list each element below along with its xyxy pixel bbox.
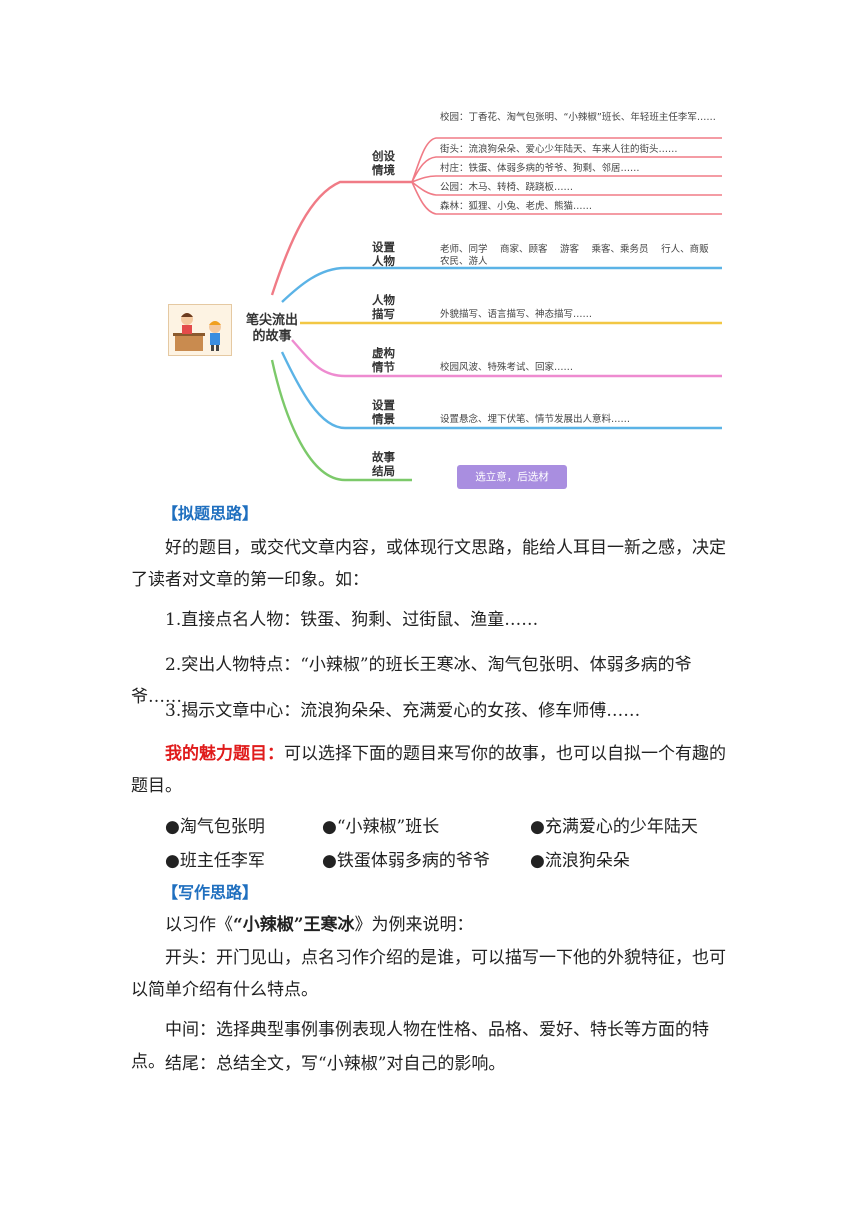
option-6: ●流浪狗朵朵 [530,851,630,871]
branch-label-people: 设置人物 [372,240,395,268]
scenario-items: 设置悬念、埋下伏笔、情节发展出人意料…… [440,414,631,425]
ending-text: 结尾：总结全文，写“小辣椒”对自己的影响。 [165,1054,506,1074]
heading-writing-ideas: 【写作思路】 [162,883,259,902]
scene-item-school: 校园：丁香花、淘气包张明、“小辣椒”班长、年轻班主任李军…… [440,112,716,123]
opening-text: 开头：开门见山，点名习作介绍的是谁，可以描写一下他的外貌特征，也可以简单介绍有什… [131,948,726,1000]
charm-label: 我的魅力题目： [165,744,284,764]
charm-text: 可以选择下面的题目来写你的故事，也可以自拟一个有趣的题目。 [131,744,726,796]
branch-line-plot [291,339,722,378]
teacher-student-illustration [173,313,221,351]
intro-text: 好的题目，或交代文章内容，或体现行文思路，能给人耳目一新之感，决定了读者对文章的… [131,538,726,590]
example-title: “小辣椒”王寒冰 [233,915,355,935]
charm-paragraph: 我的魅力题目：可以选择下面的题目来写你的故事，也可以自拟一个有趣的题目。 [131,738,731,802]
branch-label-scene: 创设情境 [372,149,395,177]
option-1: ●淘气包张明 [165,817,265,837]
point-1: 1.直接点名人物：铁蛋、狗剩、过街鼠、渔童…… [131,604,731,636]
option-5: ●铁蛋体弱多病的爷爷 [322,851,490,871]
description-items: 外貌描写、语言描写、神态描写…… [440,309,593,320]
example-line: 以习作《“小辣椒”王寒冰》为例来说明： [131,909,731,941]
middle-paragraph: 中间：选择典型事例事例表现人物在性格、品格、爱好、特长等方面的特点。 [131,1014,731,1078]
mind-map-branches [270,137,722,482]
option-4: ●班主任李军 [165,851,265,871]
point-2: 2.突出人物特点：“小辣椒”的班长王寒冰、淘气包张明、体弱多病的爷爷…… [131,649,731,713]
branch-line-ending [270,359,412,482]
plot-items: 校园风波、特殊考试、回家…… [440,362,574,373]
mind-map-center-title: 笔尖流出的故事 [245,313,298,344]
point-1-text: 1.直接点名人物：铁蛋、狗剩、过街鼠、渔童…… [165,610,539,630]
example-pre: 以习作《 [165,915,233,935]
branch-label-ending: 故事结局 [372,450,395,478]
point-3-text: 3.揭示文章中心：流浪狗朵朵、充满爱心的女孩、修车师傅…… [165,701,641,721]
branch-line-scene [270,180,412,296]
branch-label-scenario: 设置情景 [372,398,395,426]
point-3: 3.揭示文章中心：流浪狗朵朵、充满爱心的女孩、修车师傅…… [131,695,731,727]
option-2: ●“小辣椒”班长 [322,817,440,837]
select-theme-button[interactable]: 选立意，后选材 [457,465,567,489]
opening-paragraph: 开头：开门见山，点名习作介绍的是谁，可以描写一下他的外貌特征，也可以简单介绍有什… [131,942,731,1006]
scene-item-forest: 森林：狐狸、小兔、老虎、熊猫…… [440,201,593,212]
middle-text: 中间：选择典型事例事例表现人物在性格、品格、爱好、特长等方面的特点。 [131,1020,709,1072]
scene-item-village: 村庄：铁蛋、体弱多病的爷爷、狗剩、邻居…… [440,163,640,174]
heading-title-ideas: 【拟题思路】 [162,504,259,523]
example-post: 》为例来说明： [354,915,474,935]
center-illustration [168,304,232,356]
scene-fan [411,137,722,215]
point-2-text: 2.突出人物特点：“小辣椒”的班长王寒冰、淘气包张明、体弱多病的爷爷…… [131,655,692,707]
scene-item-park: 公园：木马、转椅、跷跷板…… [440,182,574,193]
branch-label-plot: 虚构情节 [372,346,395,374]
mind-map: 笔尖流出的故事 创设情境 设置人物 人物描写 虚构情节 设置情景 故事结局 校园… [0,0,860,500]
branch-line-scenario [280,351,722,430]
people-items: 老师、同学 商家、顾客 游客 乘客、乘务员 行人、商贩 农民、游人 [440,244,722,267]
branch-line-people [281,266,722,303]
scene-item-street: 街头：流浪狗朵朵、爱心少年陆天、车来人往的街头…… [440,144,678,155]
option-3: ●充满爱心的少年陆天 [530,817,698,837]
ending-paragraph: 结尾：总结全文，写“小辣椒”对自己的影响。 [131,1048,731,1080]
branch-label-description: 人物描写 [372,293,395,321]
intro-paragraph: 好的题目，或交代文章内容，或体现行文思路，能给人耳目一新之感，决定了读者对文章的… [131,532,731,596]
